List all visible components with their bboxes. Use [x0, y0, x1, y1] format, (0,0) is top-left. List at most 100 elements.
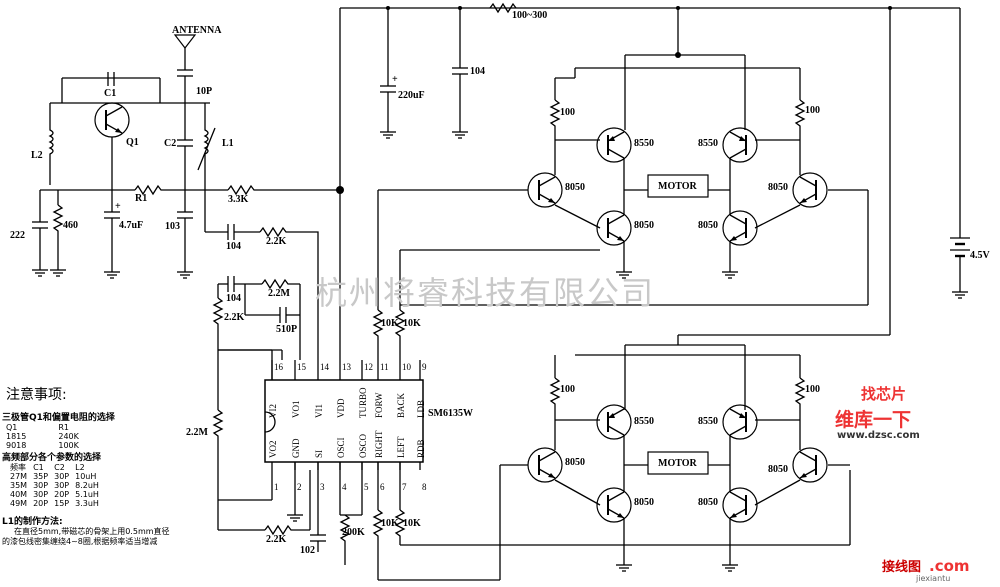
res-3-3k-label: 3.3K [228, 194, 249, 205]
inductor-l2 [48, 103, 54, 185]
table-cell: 3.3uH [75, 499, 99, 508]
ic-pins-top: 16VI215VO114VI113VDD12TURBO11FORW10BACK9… [268, 360, 427, 418]
table-cell: 10uH [75, 472, 97, 481]
logo-main-text: 维库一下 [835, 409, 912, 431]
table-cell: 30P [33, 490, 49, 499]
logo-top-text: 找芯片 [861, 385, 907, 403]
transistor-8050-left-b [596, 487, 632, 523]
jx-url-text: jiexiantu [916, 574, 951, 583]
c1-label: C1 [104, 88, 116, 99]
t8550-right-label: 8550 [698, 138, 718, 149]
resistor-2-2m-a [261, 278, 300, 290]
notes-section-1: 三极管Q1和偏置电阻的选择 [2, 413, 115, 423]
notes-title: 注意事项: [6, 387, 67, 403]
r100-left-bottom-label: 100 [560, 384, 575, 395]
ic-pin-number: 12 [364, 362, 373, 372]
ic-pin-number: 3 [320, 482, 325, 492]
table-cell: 100K [58, 441, 79, 450]
ic-pin-name: VO2 [268, 441, 278, 459]
table-cell: 1815 [6, 432, 27, 441]
plus-mark: + [115, 201, 121, 212]
transistor-8050-out-left-b [527, 447, 563, 483]
resistor-100-left-top [549, 99, 561, 140]
jx-cn-text: 接线图 [882, 560, 922, 575]
ic-sm6135w: SM6135W [264, 379, 473, 463]
ic-pin-name: OSCO [358, 433, 368, 458]
logo-url: www.dzsc.com [837, 430, 920, 441]
r100-right-bottom-label: 100 [805, 384, 820, 395]
table-cell: 15P [54, 499, 70, 508]
ic-pin-number: 7 [402, 482, 407, 492]
res-10k-d-label: 10K [403, 518, 421, 529]
res-10k-c-label: 10K [381, 518, 399, 529]
cap-102-label: 102 [300, 545, 315, 556]
table-cell: 35P [33, 472, 49, 481]
t8050-out-left-label: 8050 [565, 182, 585, 193]
table-cell: C1 [33, 463, 44, 472]
motor-top-label: MOTOR [658, 181, 697, 192]
res-100-300-label: 100~300 [512, 10, 547, 21]
t8550-left-label: 8550 [634, 138, 654, 149]
resistor-100-right-top [794, 99, 806, 140]
resistor-460 [52, 204, 64, 260]
table-cell: C2 [54, 463, 65, 472]
t8050-out-right-label: 8050 [768, 182, 788, 193]
ic-pin-name: SI [314, 450, 324, 458]
transistor-8050-out-right-b [792, 447, 828, 483]
motor-bottom-label: MOTOR [658, 458, 697, 469]
capacitor-10p [177, 69, 193, 103]
ic-pin-number: 11 [380, 362, 389, 372]
cap-4-7uf-label: 4.7uF [119, 220, 143, 231]
power-rail: 100~300 + 220uF 104 4.5V [339, 2, 991, 360]
t8050-right-b-label: 8050 [698, 497, 718, 508]
res-200k-label: 200K [342, 527, 365, 538]
l1-label: L1 [222, 138, 234, 149]
res-460-label: 460 [63, 220, 78, 231]
resistor-100-left-bottom [549, 377, 561, 420]
c2-label: C2 [164, 138, 176, 149]
ic-pin-number: 1 [274, 482, 279, 492]
res-2-2k-b-label: 2.2K [224, 312, 245, 323]
table-cell: 30P [54, 481, 70, 490]
dzsc-logo: 找芯片 维库一下 www.dzsc.com [833, 383, 968, 443]
r100-right-top-label: 100 [805, 105, 820, 116]
ic-pin-number: 5 [364, 482, 369, 492]
r1-label: R1 [135, 193, 147, 204]
ic-pin-name: VDD [336, 398, 346, 418]
motor-top [647, 174, 709, 198]
res-2-2m-b-label: 2.2M [186, 427, 209, 438]
transistor-8050-left [596, 210, 632, 246]
transistor-q1 [94, 102, 130, 138]
resistor-2-2k-c [264, 524, 310, 536]
ic-pin-number: 15 [297, 362, 307, 372]
ic-pin-name: RDB [416, 439, 426, 458]
table-cell: 9018 [6, 441, 27, 450]
battery-label: 4.5V [970, 250, 991, 261]
ic-pin-name: TURBO [358, 387, 368, 418]
ic-pin-number: 4 [342, 482, 347, 492]
transistor-8050-right-b [722, 487, 758, 523]
motor-bottom [647, 451, 709, 475]
ic-pin-name: VI1 [314, 404, 324, 418]
plus-mark-2: + [392, 74, 398, 85]
transistor-8550-left-b [596, 404, 632, 440]
table-cell: 频率 [10, 463, 26, 472]
t8050-left-label: 8050 [634, 220, 654, 231]
cap-104-a-label: 104 [226, 241, 241, 252]
ic-pin-number: 13 [342, 362, 352, 372]
transistor-8050-out-right [792, 172, 828, 208]
t8050-out-right-b-label: 8050 [768, 464, 788, 475]
q1-label: Q1 [126, 137, 139, 148]
t8050-right-label: 8050 [698, 220, 718, 231]
resistor-100-right-bottom [794, 377, 806, 420]
ic-pin-name: FORW [374, 392, 384, 418]
resistor-200k [339, 514, 351, 565]
table-cell: L2 [75, 463, 85, 472]
resistor-r1 [134, 184, 185, 196]
watermark-text: 杭州将睿科技有限公司 [315, 274, 656, 312]
ic-pin-number: 16 [274, 362, 284, 372]
ic-pin-number: 10 [402, 362, 412, 372]
res-2-2m-a-label: 2.2M [268, 288, 291, 299]
